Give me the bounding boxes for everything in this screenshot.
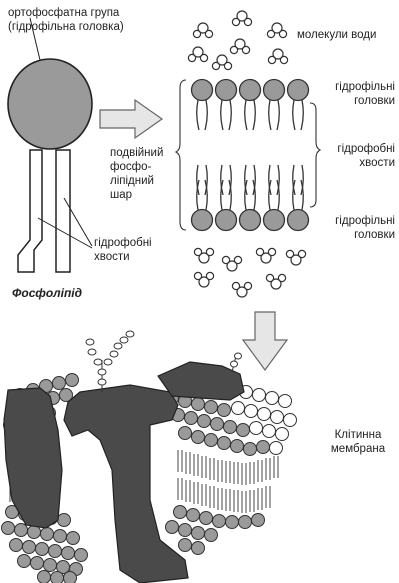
membrane-protein-right (158, 362, 244, 400)
heads-bottom-line2: головки (300, 228, 395, 242)
tails-bilayer-label: гідрофобні хвости (300, 142, 395, 170)
cell-membrane (2, 331, 297, 583)
heads-top-label: гідрофільні головки (300, 80, 395, 108)
tails-label-line2: хвости (94, 250, 174, 264)
bilayer-label: подвійний фосфо- ліпідний шар (110, 146, 178, 202)
head-label-line2: (гідрофільна головка) (8, 20, 183, 34)
phospholipid-caption: Фосфоліпід (12, 286, 82, 300)
phospholipid-tail-left (18, 150, 42, 272)
right-arrow (100, 100, 162, 138)
tails-bilayer-line1: гідрофобні (300, 142, 395, 156)
membrane-label: Клітинна мембрана (320, 428, 396, 456)
down-arrow (243, 312, 287, 370)
head-label-line1: ортофосфатна група (8, 6, 183, 20)
tails-bilayer-line2: хвости (300, 156, 395, 170)
bilayer-top-leaflet (192, 80, 309, 131)
glycan-chain-1 (86, 331, 134, 392)
bilayer-bottom-leaflet (192, 180, 309, 231)
water-molecules-top (188, 11, 287, 70)
bilayer-line1: подвійний (110, 146, 178, 160)
membrane-label-line1: Клітинна (320, 428, 396, 442)
head-label: ортофосфатна група (гідрофільна головка) (8, 6, 183, 34)
phospholipid-figure (8, 18, 92, 272)
bilayer-line3: ліпідний (110, 174, 178, 188)
heads-bottom-label: гідрофільні головки (300, 214, 395, 242)
bilayer-middle-tails (197, 165, 304, 195)
bilayer-line4: шар (110, 188, 178, 202)
membrane-label-line2: мембрана (320, 442, 396, 456)
heads-top-line2: головки (300, 94, 395, 108)
glycan-chain-2 (231, 353, 242, 372)
bilayer-line2: фосфо- (110, 160, 178, 174)
heads-top-line1: гідрофільні (300, 80, 395, 94)
phospholipid-head (8, 59, 92, 149)
tails-label: гідрофобні хвости (94, 236, 174, 264)
water-label: молекули води (297, 28, 397, 42)
tails-label-line1: гідрофобні (94, 236, 174, 250)
phospholipid-tail-right (56, 150, 70, 272)
water-molecules-bottom (194, 248, 305, 297)
heads-bottom-line1: гідрофільні (300, 214, 395, 228)
